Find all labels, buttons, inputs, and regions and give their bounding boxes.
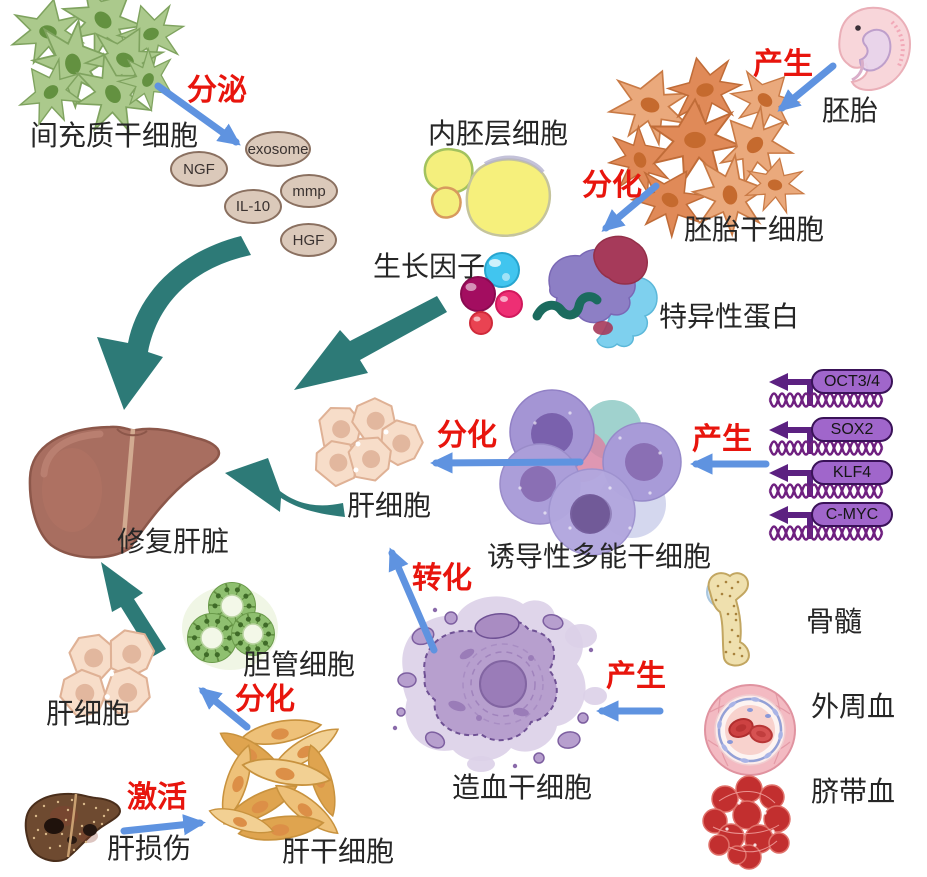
action-differentiate-ipsc: 分化 — [437, 419, 497, 452]
liver-illustration — [28, 425, 221, 559]
arrow-hepatocyte-to-liver — [225, 458, 345, 517]
label-liver-injury: 肝损伤 — [107, 833, 192, 864]
label-endoderm-cells: 内胚层细胞 — [428, 118, 569, 149]
peripheral-blood-illustration — [704, 684, 796, 776]
action-produce-ipsc: 产生 — [692, 423, 752, 456]
action-produce-embryo: 产生 — [753, 48, 813, 81]
gene-construct-oct34 — [768, 373, 884, 408]
arrow-secrete — [154, 82, 241, 146]
falciform-ligament — [120, 428, 136, 548]
liver-stem-cells-illustration — [206, 714, 345, 844]
action-produce-hsc: 产生 — [606, 660, 666, 693]
specific-protein-illustration — [532, 235, 658, 349]
molecule-bubble-ngf: NGF — [170, 151, 228, 187]
molecule-bubble-il10: IL-10 — [224, 189, 282, 224]
label-embryonic-stem-cells: 胚胎干细胞 — [684, 214, 825, 245]
hepatocytes-bottom-illustration — [53, 623, 160, 724]
label-peripheral-blood: 外周血 — [811, 691, 896, 722]
label-specific-protein: 特异性蛋白 — [659, 301, 800, 332]
bile-duct-cells-illustration — [182, 582, 278, 670]
teal-convergence-arrows — [97, 236, 447, 657]
arrow-embryo-produce — [777, 62, 837, 112]
ipsc-illustration — [499, 389, 682, 556]
arrow-hsc-transform — [388, 547, 438, 654]
arrow-bottom-cells-to-liver — [101, 562, 166, 657]
arrow-exosomes-to-liver — [97, 236, 251, 410]
hepatocytes-mid-illustration — [306, 393, 429, 494]
arrow-lsc-differentiate — [198, 687, 251, 731]
embryonic-stem-cells-illustration — [600, 47, 811, 248]
label-cord-blood: 脐带血 — [811, 776, 896, 807]
label-hepatocyte-bottom: 肝细胞 — [46, 698, 131, 729]
label-bile-duct-cells: 胆管细胞 — [243, 649, 356, 680]
arrow-ipsc-differentiate — [430, 452, 584, 474]
label-hepatocyte-mid: 肝细胞 — [347, 490, 432, 521]
gene-construct-sox2 — [768, 421, 884, 456]
label-repair-liver: 修复肝脏 — [117, 526, 230, 557]
mesenchymal-stem-cells-illustration — [6, 0, 193, 148]
hsc-nucleus — [479, 660, 527, 708]
action-differentiate-lsc: 分化 — [235, 683, 295, 716]
molecule-bubble-mmp: mmp — [280, 174, 338, 208]
cord-blood-illustration — [702, 775, 791, 870]
reprogramming-genes-constructs — [768, 373, 884, 541]
injured-liver-illustration — [24, 792, 122, 862]
gene-construct-klf4 — [768, 464, 884, 499]
action-secrete: 分泌 — [187, 74, 247, 107]
gene-construct-cmyc — [768, 506, 884, 541]
label-ipsc: 诱导性多能干细胞 — [487, 541, 712, 572]
label-mesenchymal-stem-cell: 间充质干细胞 — [30, 120, 199, 151]
action-activate: 激活 — [127, 781, 187, 814]
action-transform: 转化 — [412, 562, 472, 595]
arrow-injury-activate — [120, 814, 206, 836]
molecule-bubble-exosome: exosome — [245, 131, 311, 167]
embryo-illustration — [838, 6, 912, 91]
arrow-esc-differentiate — [601, 182, 660, 232]
gene-pill-oct34: OCT3/4 — [811, 369, 893, 394]
label-hematopoietic-stem-cells: 造血干细胞 — [452, 772, 593, 803]
hematopoietic-stem-cell-illustration — [392, 596, 607, 772]
label-bone-marrow: 骨髓 — [806, 606, 863, 637]
gene-pill-klf4: KLF4 — [811, 460, 893, 485]
blue-process-arrows — [120, 62, 837, 836]
label-liver-stem-cells: 肝干细胞 — [282, 836, 395, 867]
molecule-bubble-hgf: HGF — [280, 223, 337, 257]
gene-pill-cmyc: C-MYC — [811, 502, 893, 527]
arrow-growth-factors-to-liver — [294, 296, 447, 390]
label-growth-factors: 生长因子 — [373, 251, 486, 282]
gene-pill-sox2: SOX2 — [811, 417, 893, 442]
action-differentiate-esc: 分化 — [582, 169, 642, 202]
bone-marrow-illustration — [706, 572, 750, 667]
label-embryo: 胚胎 — [822, 95, 879, 126]
growth-factors-illustration — [460, 252, 523, 335]
endoderm-cells-illustration — [423, 147, 551, 237]
